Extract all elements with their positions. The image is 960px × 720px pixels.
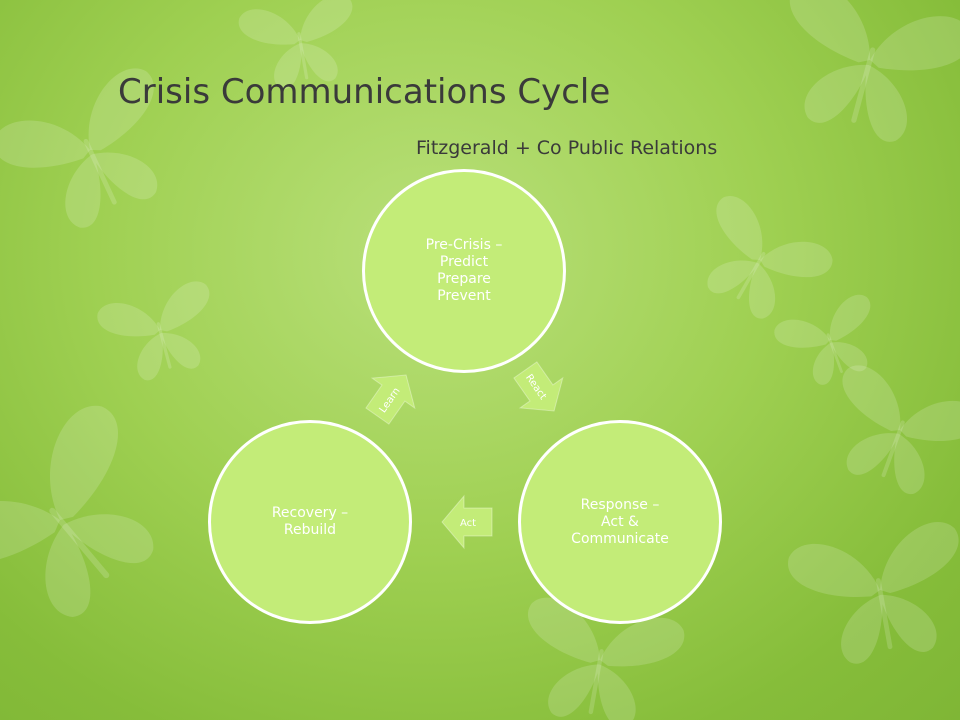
node-response: Response – Act & Communicate xyxy=(518,420,722,624)
node-recovery-label: Recovery – Rebuild xyxy=(271,505,349,538)
node-recovery: Recovery – Rebuild xyxy=(208,420,412,624)
arrow-react: React xyxy=(513,361,564,412)
node-pre-crisis: Pre-Crisis – Predict Prepare Prevent xyxy=(362,169,566,373)
arrow-act-label: Act xyxy=(460,518,476,529)
slide-title: Crisis Communications Cycle xyxy=(118,72,611,112)
node-pre-crisis-label: Pre-Crisis – Predict Prepare Prevent xyxy=(425,237,503,304)
slide-subtitle: Fitzgerald + Co Public Relations xyxy=(416,137,718,159)
arrow-act: Act xyxy=(441,494,493,550)
arrow-learn: Learn xyxy=(365,374,416,425)
node-response-label: Response – Act & Communicate xyxy=(571,496,669,547)
